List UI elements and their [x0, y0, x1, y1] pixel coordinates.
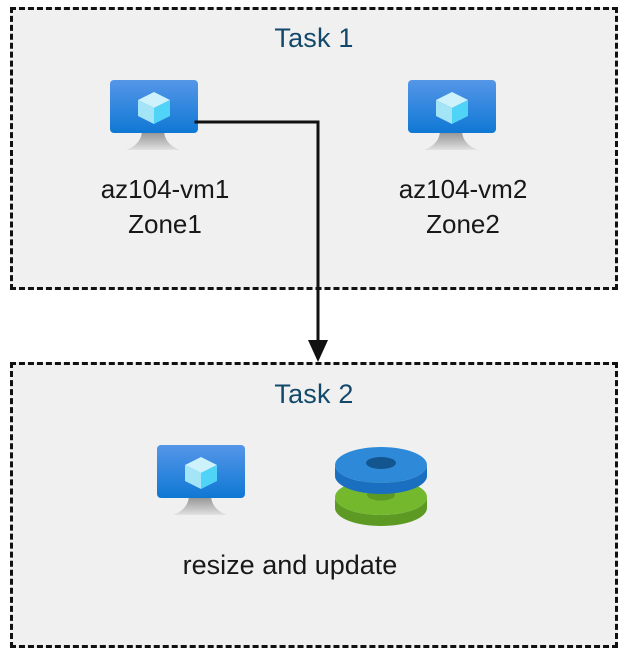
virtual-machine-icon-vm2 [406, 78, 518, 166]
vm2-label: az104-vm2 Zone2 [398, 174, 528, 239]
virtual-machine-icon-task2 [155, 443, 267, 531]
task-2-container [10, 362, 618, 648]
virtual-machine-icon-vm1 [108, 78, 220, 166]
resize-and-update-label: resize and update [182, 550, 398, 580]
vm1-label: az104-vm1 Zone1 [100, 174, 230, 239]
task-2-title: Task 2 [274, 379, 354, 409]
task-1-title: Task 1 [274, 23, 354, 53]
disks-icon [329, 441, 441, 531]
